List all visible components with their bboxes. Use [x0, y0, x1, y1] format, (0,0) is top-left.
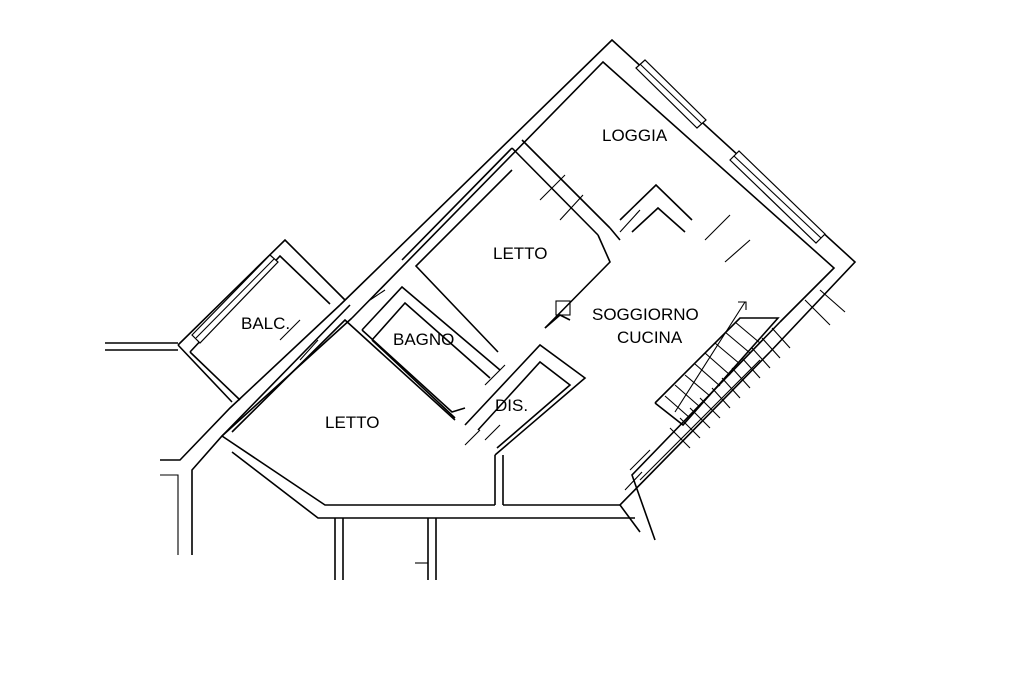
interior-walls	[221, 139, 693, 456]
label-cucina: CUCINA	[617, 328, 683, 347]
label-balcone: BALC.	[241, 314, 290, 333]
label-letto-lower: LETTO	[325, 413, 379, 432]
loggia-windows	[635, 59, 826, 244]
label-soggiorno: SOGGIORNO	[592, 305, 699, 324]
balcony-walls	[105, 238, 346, 403]
staircase	[639, 301, 791, 481]
label-loggia: LOGGIA	[602, 126, 668, 145]
label-disimpegno: DIS.	[495, 396, 528, 415]
label-letto-upper: LETTO	[493, 244, 547, 263]
room-labels: LOGGIA LETTO SOGGIORNO CUCINA BALC. BAGN…	[241, 126, 699, 432]
label-bagno: BAGNO	[393, 330, 454, 349]
door-ticks	[279, 174, 846, 491]
exterior-walls	[160, 38, 857, 580]
